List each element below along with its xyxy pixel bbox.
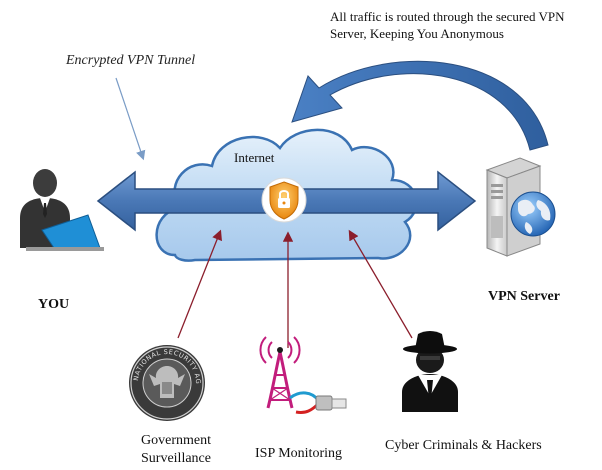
cyber-label: Cyber Criminals & Hackers: [385, 438, 542, 453]
routing-curve-arrow: [291, 60, 549, 151]
you-label: YOU: [38, 297, 70, 312]
routing-note: All traffic is routed through the secure…: [330, 9, 565, 41]
internet-label: Internet: [234, 150, 275, 165]
vpn-server-icon: [485, 157, 556, 257]
hacker-icon: [402, 331, 458, 412]
padlock-icon: [261, 177, 307, 223]
cell-tower-icon: [259, 336, 301, 409]
user-laptop-icon: [20, 169, 104, 251]
cyber-threat-line: [348, 229, 413, 339]
isp-label: ISP Monitoring: [255, 446, 342, 461]
tunnel-pointer-line: [115, 77, 146, 161]
vpn-server-label: VPN Server: [488, 289, 560, 304]
threat-lines: [177, 229, 413, 348]
tunnel-label: Encrypted VPN Tunnel: [66, 53, 196, 68]
network-cable-icon: [289, 391, 347, 414]
government-label: Government Surveillance: [141, 433, 211, 466]
government-threat-line: [177, 229, 222, 339]
